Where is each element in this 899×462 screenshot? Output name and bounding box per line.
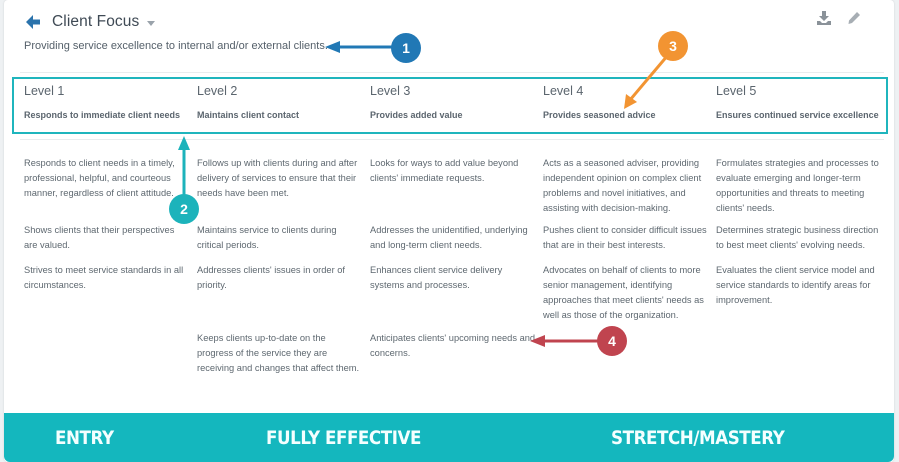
level-header-1[interactable]: Level 1 Responds to immediate client nee… [24, 84, 194, 120]
proficiency-band: ENTRY FULLY EFFECTIVE STRETCH/MASTERY [4, 413, 894, 462]
callout-3: 3 [658, 31, 688, 61]
level-name: Level 3 [370, 84, 411, 98]
behaviour-item: Formulates strategies and processes to e… [716, 158, 879, 213]
behaviour-item: Looks for ways to add value beyond clien… [370, 158, 519, 183]
behaviour-item: Strives to meet service standards in all… [24, 265, 184, 290]
level-name: Level 1 [24, 84, 65, 98]
behaviour-item: Evaluates the client service model and s… [716, 265, 875, 305]
header-actions [816, 10, 862, 26]
download-icon[interactable] [816, 10, 832, 26]
behaviour-item: Anticipates clients' upcoming needs and … [370, 333, 536, 358]
behaviour-item: Determines strategic business direction … [716, 225, 879, 250]
level-header-4[interactable]: Level 4 Provides seasoned advice [543, 84, 713, 120]
band-fully-effective: FULLY EFFECTIVE [266, 427, 421, 449]
level-header-2[interactable]: Level 2 Maintains client contact [197, 84, 367, 120]
competency-card: Client Focus Providing service excellenc… [4, 0, 894, 462]
behaviour-item: Pushes client to consider difficult issu… [543, 225, 707, 250]
level-subtitle: Provides seasoned advice [543, 110, 656, 120]
callout-2: 2 [169, 194, 199, 224]
behaviour-item: Enhances client service delivery systems… [370, 265, 503, 290]
behaviour-item: Shows clients that their perspectives ar… [24, 225, 175, 250]
level-name: Level 5 [716, 84, 757, 98]
level-subtitle: Responds to immediate client needs [24, 110, 181, 120]
band-entry: ENTRY [55, 427, 114, 449]
divider [20, 139, 884, 140]
level-subtitle: Provides added value [370, 110, 463, 120]
band-stretch-mastery: STRETCH/MASTERY [611, 427, 785, 449]
behaviour-item: Responds to client needs in a timely, pr… [24, 158, 175, 198]
level-name: Level 2 [197, 84, 238, 98]
divider [20, 72, 884, 73]
level-subtitle: Maintains client contact [197, 110, 300, 120]
behaviour-item: Acts as a seasoned adviser, providing in… [543, 158, 702, 213]
callout-4: 4 [597, 326, 627, 356]
level-header-3[interactable]: Level 3 Provides added value [370, 84, 540, 120]
callout-1: 1 [391, 33, 421, 63]
header: Client Focus [24, 10, 156, 34]
pencil-icon[interactable] [846, 10, 862, 26]
page-title: Client Focus [52, 13, 140, 30]
caret-down-icon[interactable] [147, 20, 156, 26]
behaviour-item: Keeps clients up-to-date on the progress… [197, 333, 360, 373]
behaviour-item: Addresses the unidentified, underlying a… [370, 225, 528, 250]
competency-description: Providing service excellence to internal… [24, 40, 328, 52]
level-name: Level 4 [543, 84, 584, 98]
behaviour-item: Follows up with clients during and after… [197, 158, 358, 198]
behaviour-item: Advocates on behalf of clients to more s… [543, 265, 704, 320]
behaviour-item: Maintains service to clients during crit… [197, 225, 337, 250]
level-subtitle: Ensures continued service excellence [716, 110, 879, 120]
arrow-left-icon[interactable] [24, 13, 42, 31]
levels-highlight-box [12, 77, 888, 134]
behaviour-item: Addresses clients' issues in order of pr… [197, 265, 346, 290]
level-header-5[interactable]: Level 5 Ensures continued service excell… [716, 84, 886, 120]
